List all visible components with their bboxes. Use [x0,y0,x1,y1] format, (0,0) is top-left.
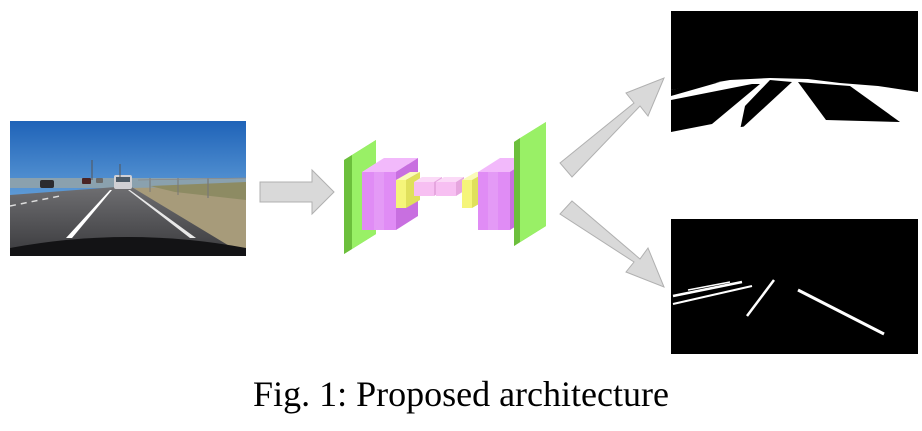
drivable-area-mask [671,11,918,146]
figure-caption: Fig. 1: Proposed architecture [253,374,669,414]
architecture-diagram [10,11,918,354]
encoder-decoder-network [344,122,546,254]
lane-line-mask [671,219,918,354]
input-arrow-icon [259,168,335,216]
bottleneck-blocks [414,177,464,196]
decoder-output-layer [514,122,546,246]
input-road-image [10,121,246,256]
output-arrow-up-icon [559,77,665,178]
output-arrow-down-icon [559,200,665,288]
